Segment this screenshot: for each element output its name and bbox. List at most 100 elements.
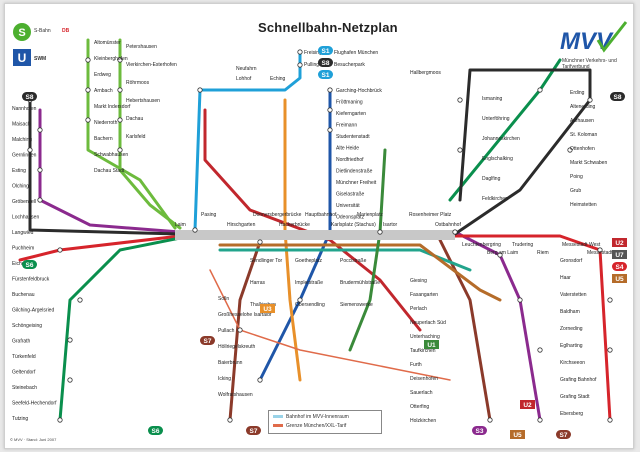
station-label[interactable]: Baierbrunn bbox=[218, 360, 243, 366]
station-label[interactable]: Geltendorf bbox=[12, 370, 36, 376]
station-label[interactable]: Riem bbox=[537, 250, 549, 256]
station-marker[interactable] bbox=[457, 147, 463, 153]
station-label[interactable]: Rosenheimer Platz bbox=[409, 212, 452, 218]
station-label[interactable]: Gilching-Argelsried bbox=[12, 308, 54, 314]
station-label[interactable]: Sendlinger Tor bbox=[250, 258, 282, 264]
station-label[interactable]: Implerstraße bbox=[295, 280, 323, 286]
station-label[interactable]: Ottenhofen bbox=[570, 146, 595, 152]
station-label[interactable]: Johanneskirchen bbox=[482, 136, 520, 142]
station-label[interactable]: Esting bbox=[12, 168, 26, 174]
station-marker[interactable] bbox=[57, 417, 63, 423]
station-label[interactable]: Dachau bbox=[126, 116, 143, 122]
station-label[interactable]: Steinebach bbox=[12, 385, 37, 391]
line-badge-s4[interactable]: S4 bbox=[612, 262, 627, 271]
station-label[interactable]: Giselastraße bbox=[336, 192, 365, 198]
station-marker[interactable] bbox=[37, 167, 43, 173]
station-label[interactable]: Arnbach bbox=[94, 88, 113, 94]
station-label[interactable]: Donnersbergerbrücke bbox=[253, 212, 302, 218]
station-marker[interactable] bbox=[297, 62, 303, 68]
station-label[interactable]: Vierkirchen-Esterhofen bbox=[126, 62, 177, 68]
station-label[interactable]: Fröttmaning bbox=[336, 100, 363, 106]
station-marker[interactable] bbox=[37, 127, 43, 133]
station-label[interactable]: Ismaning bbox=[482, 96, 503, 102]
station-marker[interactable] bbox=[607, 347, 613, 353]
station-marker[interactable] bbox=[37, 197, 43, 203]
station-label[interactable]: Schöngeising bbox=[12, 323, 42, 329]
station-label[interactable]: Unterföhring bbox=[482, 116, 510, 122]
station-label[interactable]: Poccistraße bbox=[340, 258, 367, 264]
station-marker[interactable] bbox=[27, 147, 33, 153]
station-label[interactable]: Neufahrn bbox=[236, 66, 257, 72]
station-label[interactable]: Siemenswerke bbox=[340, 302, 373, 308]
station-label[interactable]: Niederroth bbox=[94, 120, 118, 126]
station-label[interactable]: Münchner Freiheit bbox=[336, 180, 377, 186]
station-label[interactable]: Solln bbox=[218, 296, 229, 302]
station-label[interactable]: Hackerbrücke bbox=[279, 222, 310, 228]
station-marker[interactable] bbox=[567, 147, 573, 153]
station-label[interactable]: Großhesselohe Isartalbf bbox=[218, 312, 272, 318]
station-label[interactable]: Dietlindenstraße bbox=[336, 169, 373, 175]
station-label[interactable]: Messestadt Ost bbox=[587, 250, 622, 256]
station-label[interactable]: Odeonsplatz bbox=[336, 215, 365, 221]
station-marker[interactable] bbox=[257, 377, 263, 383]
station-label[interactable]: Alte Heide bbox=[336, 146, 359, 152]
station-label[interactable]: Harras bbox=[250, 280, 266, 286]
station-label[interactable]: Ebersberg bbox=[560, 411, 583, 417]
station-label[interactable]: Petershausen bbox=[126, 44, 157, 50]
station-label[interactable]: Zorneding bbox=[560, 326, 583, 332]
station-label[interactable]: Heimstetten bbox=[570, 202, 597, 208]
station-label[interactable]: Leuchtenbergring bbox=[462, 242, 501, 248]
station-label[interactable]: Gernlinden bbox=[12, 153, 37, 159]
station-label[interactable]: Furth bbox=[410, 362, 422, 368]
station-label[interactable]: Fürstenfeldbruck bbox=[12, 277, 50, 283]
station-label[interactable]: Gronsdorf bbox=[560, 258, 583, 264]
station-marker[interactable] bbox=[297, 297, 303, 303]
station-marker[interactable] bbox=[117, 57, 123, 63]
station-label[interactable]: Laim bbox=[175, 222, 186, 228]
station-marker[interactable] bbox=[607, 417, 613, 423]
line-badge-u2[interactable]: U2 bbox=[612, 238, 627, 247]
station-label[interactable]: Hirschgarten bbox=[227, 222, 256, 228]
station-label[interactable]: Unterhaching bbox=[410, 334, 440, 340]
station-marker[interactable] bbox=[497, 252, 503, 258]
station-label[interactable]: Altomünster bbox=[94, 40, 121, 46]
station-marker[interactable] bbox=[67, 337, 73, 343]
station-label[interactable]: Schwabhausen bbox=[94, 152, 128, 158]
station-marker[interactable] bbox=[237, 327, 243, 333]
line-badge-u1[interactable]: U1 bbox=[424, 340, 439, 349]
station-label[interactable]: Universität bbox=[336, 203, 360, 209]
station-marker[interactable] bbox=[85, 87, 91, 93]
line-badge-u5[interactable]: U5 bbox=[612, 274, 627, 283]
line-badge-u7[interactable]: U7 bbox=[612, 250, 627, 259]
line-badge-s7[interactable]: S7 bbox=[200, 336, 215, 345]
line-badge-s3[interactable]: S3 bbox=[472, 426, 487, 435]
station-label[interactable]: Malching bbox=[12, 137, 32, 143]
station-label[interactable]: Grafrath bbox=[12, 339, 31, 345]
station-label[interactable]: Hebertshausen bbox=[126, 98, 160, 104]
station-label[interactable]: Seefeld-Hechendorf bbox=[12, 401, 57, 407]
station-label[interactable]: St. Koloman bbox=[570, 132, 597, 138]
station-marker[interactable] bbox=[197, 87, 203, 93]
station-label[interactable]: Erdweg bbox=[94, 72, 111, 78]
station-marker[interactable] bbox=[537, 87, 543, 93]
station-label[interactable]: Wolfratshausen bbox=[218, 392, 253, 398]
station-label[interactable]: Grafing Stadt bbox=[560, 394, 590, 400]
station-label[interactable]: Markt Schwaben bbox=[570, 160, 607, 166]
station-label[interactable]: Isartor bbox=[383, 222, 398, 228]
station-label[interactable]: Kieferngarten bbox=[336, 111, 366, 117]
station-label[interactable]: Sauerlach bbox=[410, 390, 433, 396]
line-badge-s8[interactable]: S8 bbox=[22, 92, 37, 101]
station-label[interactable]: Englschalking bbox=[482, 156, 513, 162]
station-label[interactable]: Icking bbox=[218, 376, 231, 382]
station-label[interactable]: Daglfing bbox=[482, 176, 501, 182]
line-badge-s8[interactable]: S8 bbox=[318, 58, 333, 67]
station-label[interactable]: Aufhausen bbox=[570, 118, 594, 124]
station-label[interactable]: Flughafen München bbox=[334, 50, 378, 56]
station-marker[interactable] bbox=[192, 227, 198, 233]
station-label[interactable]: Feldkirchen bbox=[482, 196, 508, 202]
station-label[interactable]: Taufkirchen bbox=[410, 348, 436, 354]
station-marker[interactable] bbox=[67, 377, 73, 383]
station-label[interactable]: Freising bbox=[304, 50, 322, 56]
station-label[interactable]: Perlach bbox=[410, 306, 427, 312]
station-label[interactable]: Karlsplatz (Stachus) bbox=[331, 222, 376, 228]
